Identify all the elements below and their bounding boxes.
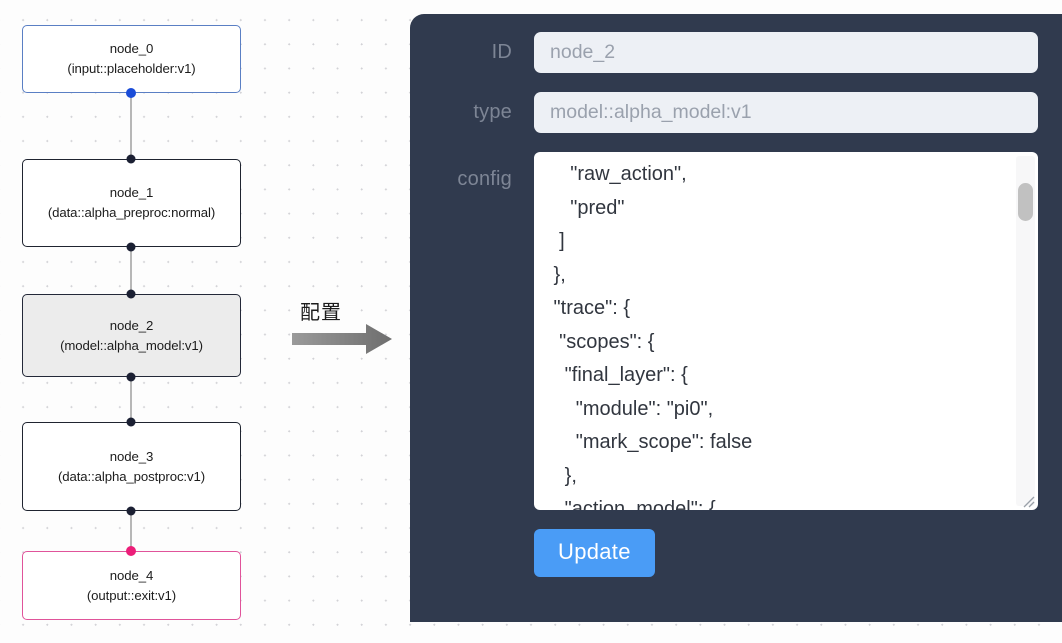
type-label: type	[473, 101, 512, 123]
node-title: node_0	[109, 41, 154, 56]
edge-node0-node1	[130, 93, 132, 159]
node_3-source-port[interactable]	[126, 506, 136, 516]
id-label: ID	[491, 41, 512, 63]
arrow-right-icon	[292, 324, 392, 354]
field-row-id: ID	[434, 32, 1038, 73]
graph-node-node_0[interactable]: node_0 (input::placeholder:v1)	[22, 25, 241, 93]
node-title: node_4	[109, 567, 154, 583]
node_3-target-port[interactable]	[126, 417, 136, 427]
node-type: (data::alpha_postproc:v1)	[57, 468, 206, 484]
node-type: (data::alpha_preproc:normal)	[47, 205, 216, 220]
node_4-target-port[interactable]	[126, 546, 136, 556]
edge-node2-node3	[130, 377, 132, 422]
node_2-target-port[interactable]	[126, 289, 136, 299]
node_0-source-port[interactable]	[126, 88, 136, 98]
node-inspector-panel: ID type config "raw_action", "pred" ] },…	[410, 14, 1062, 622]
field-row-config: config "raw_action", "pred" ] }, "trace"…	[434, 152, 1038, 510]
edge-node1-node2	[130, 247, 132, 294]
field-row-type: type	[434, 92, 1038, 133]
node-type: (model::alpha_model:v1)	[60, 337, 203, 353]
node-title: node_2	[109, 317, 154, 333]
node_2-source-port[interactable]	[126, 372, 136, 382]
graph-node-node_3[interactable]: node_3 (data::alpha_postproc:v1)	[22, 422, 241, 511]
panel-actions: Update	[534, 529, 1038, 577]
edge-node3-node4	[130, 511, 132, 551]
config-label: config	[457, 168, 512, 190]
config-scrollbar-thumb[interactable]	[1018, 183, 1033, 221]
graph-node-node_2[interactable]: node_2 (model::alpha_model:v1)	[22, 294, 241, 377]
node_1-target-port[interactable]	[126, 154, 136, 164]
node-type: (output::exit:v1)	[86, 587, 177, 603]
resize-grip-icon[interactable]	[1021, 494, 1035, 508]
type-input[interactable]	[534, 92, 1038, 133]
graph-node-node_4[interactable]: node_4 (output::exit:v1)	[22, 551, 241, 620]
id-input[interactable]	[534, 32, 1038, 73]
node-title: node_3	[109, 448, 154, 464]
node-title: node_1	[109, 185, 154, 200]
update-button[interactable]: Update	[534, 529, 655, 577]
graph-node-node_1[interactable]: node_1 (data::alpha_preproc:normal)	[22, 159, 241, 247]
annotation-group: 配置	[292, 296, 402, 360]
config-textarea[interactable]: "raw_action", "pred" ] }, "trace": { "sc…	[534, 152, 1038, 510]
node-type: (input::placeholder:v1)	[67, 61, 196, 76]
node_1-source-port[interactable]	[126, 242, 136, 252]
config-editor-wrap: "raw_action", "pred" ] }, "trace": { "sc…	[534, 152, 1038, 510]
annotation-label: 配置	[300, 302, 342, 324]
config-scrollbar[interactable]	[1016, 156, 1035, 506]
